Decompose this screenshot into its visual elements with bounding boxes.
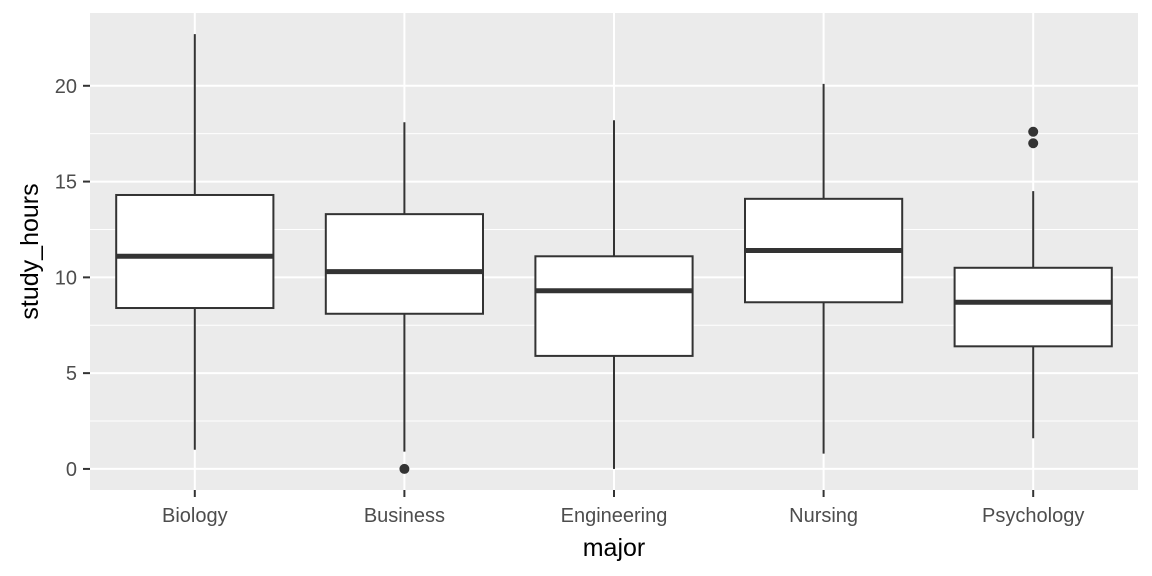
box-engineering [534, 120, 694, 469]
box-psychology [953, 126, 1113, 439]
x-axis: Biology Business Engineering Nursing Psychol… [162, 490, 1084, 527]
y-tick-label: 20 [55, 76, 77, 98]
outlier-point [399, 463, 410, 474]
y-axis: 0 5 10 15 20 [55, 76, 90, 481]
y-tick-label: 10 [55, 267, 77, 289]
outlier-point [1028, 138, 1039, 149]
y-tick-label: 15 [55, 172, 77, 194]
x-tick-label: Psychology [982, 505, 1084, 527]
box-biology [115, 34, 275, 450]
x-tick-label: Biology [162, 505, 228, 527]
outlier-point [1028, 126, 1039, 137]
x-tick-label: Nursing [789, 505, 858, 527]
iqr-box [953, 266, 1113, 348]
y-axis-title: study_hours [16, 183, 44, 319]
y-tick-label: 0 [66, 459, 77, 481]
box-nursing [744, 83, 904, 454]
y-tick-label: 5 [66, 363, 77, 385]
box-series [115, 34, 1113, 474]
iqr-box [115, 193, 275, 310]
x-tick-label: Business [364, 505, 445, 527]
x-axis-title: major [583, 534, 646, 562]
iqr-box [324, 213, 484, 315]
x-tick-label: Engineering [561, 505, 668, 527]
iqr-box [534, 255, 694, 357]
box-business [324, 122, 484, 474]
